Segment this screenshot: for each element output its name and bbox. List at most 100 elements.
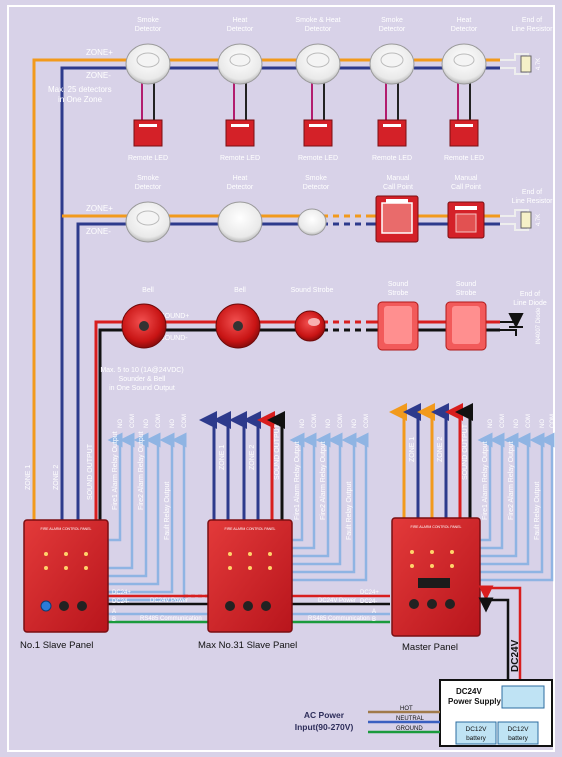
remote-led-icon	[225, 119, 255, 147]
test-button[interactable]	[445, 599, 455, 609]
row3-device-3: Sound Strobe	[291, 287, 334, 342]
remote-led-label: Remote LED	[128, 155, 168, 162]
silence-button[interactable]	[59, 601, 69, 611]
row3-sound-minus: SOUND-	[160, 335, 188, 342]
hot-label: HOT	[400, 706, 413, 712]
smoke-detector-icon	[297, 208, 327, 236]
device-label: Manual	[455, 175, 478, 182]
heat-detector-icon	[217, 201, 263, 243]
zone2-label: ZONE 2	[249, 445, 256, 470]
row2-zone-plus: ZONE+	[86, 204, 113, 213]
reset-button[interactable]	[225, 601, 235, 611]
supply-label-1: DC24V	[456, 687, 482, 696]
eol-value: IN4007 Diode	[536, 307, 542, 344]
battery-label: DC12V	[466, 726, 488, 733]
device-label: Detector	[135, 184, 162, 191]
no-label: NO	[326, 419, 332, 428]
remote-led-label: Remote LED	[372, 155, 412, 162]
device-label: Detector	[135, 26, 162, 33]
device-label: Manual	[387, 175, 410, 182]
device-label: Sound Strobe	[291, 287, 334, 294]
sound-output-label: SOUND OUTPUT	[462, 423, 469, 480]
dc24-power-label: DC24V Power	[318, 598, 356, 604]
diode-icon	[508, 313, 524, 329]
reset-button[interactable]	[409, 599, 419, 609]
frame	[7, 5, 555, 752]
slave31-zone-wires	[199, 411, 285, 520]
zone2-label: ZONE 2	[437, 437, 444, 462]
device-label: Smoke	[305, 175, 327, 182]
fire2-relay-label: Fire2 Alarm Relay Output	[508, 441, 515, 520]
no-label: NO	[540, 419, 546, 428]
ground-label: GROUND	[396, 726, 423, 732]
supply-label-2: Power Supply	[448, 697, 501, 706]
eol-label: Line Resistor	[512, 198, 554, 205]
ac-power-label: AC Power	[304, 710, 345, 720]
neutral-label: NEUTRAL	[396, 716, 425, 722]
device-label: Smoke & Heat	[295, 17, 340, 24]
device-label: Detector	[451, 26, 478, 33]
ac-input-wires	[368, 710, 440, 734]
fire1-relay-label: Fire1 Alarm Relay Output	[482, 441, 489, 520]
com-label: COM	[500, 414, 506, 428]
com-label: COM	[550, 414, 556, 428]
remote-led-icon	[377, 119, 407, 147]
a-label: A	[372, 609, 376, 615]
b-label: B	[372, 617, 376, 623]
dc24-minus-label: DC24-	[360, 599, 377, 605]
row1-zone-plus: ZONE+	[86, 48, 113, 57]
device-label: Heat	[233, 17, 248, 24]
remote-led-label: Remote LED	[444, 155, 484, 162]
row1-eol: End of Line Resistor 4.7K	[500, 17, 553, 75]
slave1-wires	[32, 58, 120, 520]
silence-button[interactable]	[243, 601, 253, 611]
master-panel[interactable]: FIRE ALARM CONTROL PANEL	[391, 517, 481, 637]
row1-device-3: Smoke & Heat Detector Remote LED	[295, 17, 340, 162]
dc24v-supply-wires	[478, 585, 522, 680]
row1-zone-minus: ZONE-	[86, 71, 111, 80]
power-supply-box: DC24V Power Supply DC12V battery DC12V b…	[439, 679, 553, 747]
fault-relay-label: Fault Relay Output	[164, 482, 171, 540]
display-screen	[418, 578, 450, 588]
terminal-labels: NO COM NO COM NO COM NO COM NO COM NO CO…	[118, 414, 556, 428]
battery-label: battery	[508, 735, 529, 742]
vertical-wire-labels: ZONE 1 ZONE 2 SOUND OUTPUT Fire1 Alarm R…	[25, 423, 541, 540]
b-label: B	[112, 617, 116, 623]
battery-label: battery	[466, 735, 487, 742]
slave-panel-31[interactable]: FIRE ALARM CONTROL PANEL	[207, 519, 293, 633]
row2-eol: End of Line Resistor 4.7K	[500, 189, 554, 231]
fire2-relay-label: Fire2 Alarm Relay Output	[320, 441, 327, 520]
com-label: COM	[156, 414, 162, 428]
reset-button[interactable]	[40, 600, 52, 612]
device-label: Smoke	[381, 17, 403, 24]
device-label: Call Point	[383, 184, 413, 191]
silence-button[interactable]	[427, 599, 437, 609]
battery-icon	[497, 721, 539, 745]
fault-relay-label: Fault Relay Output	[534, 482, 541, 540]
com-label: COM	[338, 414, 344, 428]
eol-value: 4.7K	[536, 214, 542, 226]
device-label: Bell	[234, 287, 246, 294]
slave-panel-1[interactable]: FIRE ALARM CONTROL PANEL	[23, 519, 109, 633]
com-label: COM	[364, 414, 370, 428]
row2-device-4: Manual Call Point	[375, 175, 419, 243]
battery-icon	[455, 721, 497, 745]
device-label: Detector	[379, 26, 406, 33]
zone2-label: ZONE 2	[53, 465, 60, 490]
dc24-power-label: DC24V Power	[150, 598, 188, 604]
a-label: A	[112, 609, 116, 615]
test-button[interactable]	[77, 601, 87, 611]
fire2-relay-label: Fire2 Alarm Relay Output	[138, 431, 145, 510]
dc24-plus-label: DC24+	[112, 590, 131, 596]
dc24-minus-label: DC24-	[112, 599, 129, 605]
test-button[interactable]	[261, 601, 271, 611]
device-label: Call Point	[451, 184, 481, 191]
row1-device-5: Heat Detector Remote LED	[441, 17, 487, 162]
no-label: NO	[300, 419, 306, 428]
master-panel-label: Master Panel	[402, 642, 458, 653]
panel-header: FIRE ALARM CONTROL PANEL	[225, 527, 276, 531]
row2-zone-minus: ZONE-	[86, 227, 111, 236]
zone1-label: ZONE 1	[25, 465, 32, 490]
row3-device-1: Bell	[121, 287, 167, 349]
